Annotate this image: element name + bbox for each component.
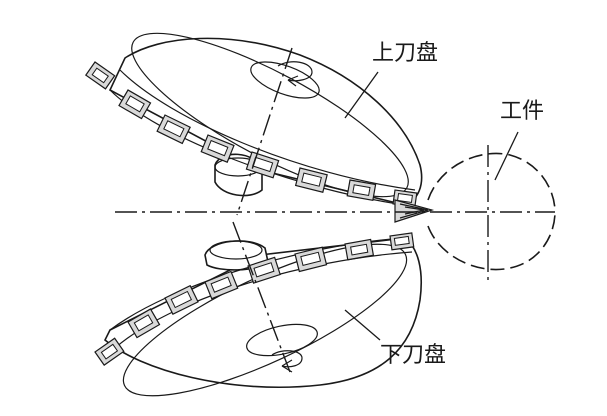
lower-cutter-leader xyxy=(344,309,381,341)
upper-cutter-teeth xyxy=(84,61,418,208)
workpiece-label: 工件 xyxy=(500,99,544,124)
workpiece xyxy=(427,145,556,280)
lower-axis xyxy=(232,221,303,373)
upper-cutter-label: 上刀盘 xyxy=(372,41,438,66)
mesh-contact-zone xyxy=(394,199,435,223)
lower-cutter-label: 下刀盘 xyxy=(380,343,446,368)
upper-cutter-leader xyxy=(344,71,379,119)
workpiece-leader xyxy=(494,131,519,181)
upper-cutter-disc xyxy=(108,32,423,206)
lower-cutter-teeth xyxy=(94,232,415,366)
upper-axis xyxy=(236,47,313,216)
